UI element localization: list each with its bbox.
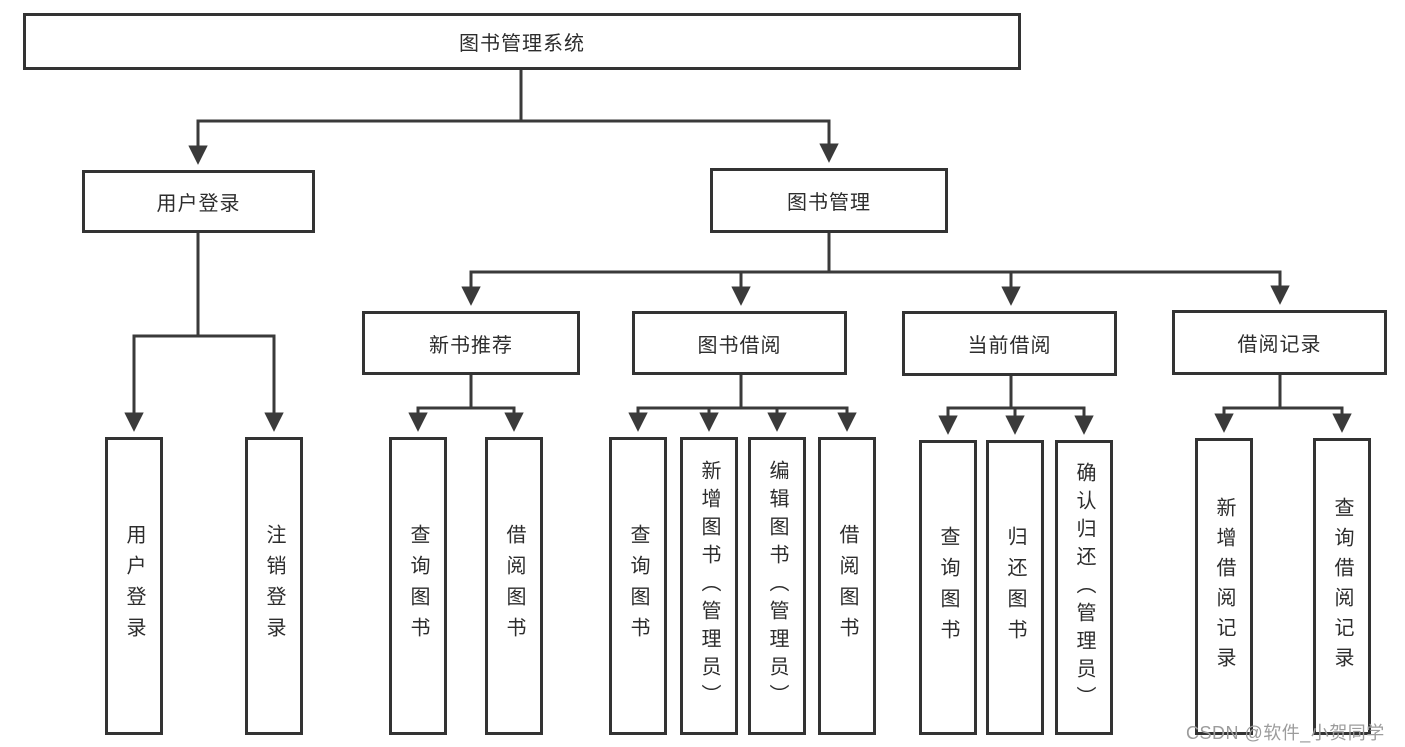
leaf-label: 新增图书（管理员） <box>698 460 720 712</box>
leaf-logout: 注销登录 <box>245 437 303 735</box>
leaf-current-query-books: 查询图书 <box>919 440 977 735</box>
node-system-root: 图书管理系统 <box>23 13 1021 70</box>
leaf-label: 查询借阅记录 <box>1331 496 1353 677</box>
leaf-user-login: 用户登录 <box>105 437 163 735</box>
leaf-borrow-query-books: 查询图书 <box>609 437 667 735</box>
leaf-label: 查询图书 <box>937 525 959 650</box>
leaf-newbook-borrow-books: 借阅图书 <box>485 437 543 735</box>
leaf-records-add-record: 新增借阅记录 <box>1195 438 1253 735</box>
node-label: 借阅记录 <box>1237 334 1322 356</box>
node-label: 新书推荐 <box>429 334 513 357</box>
leaf-borrow-add-books-admin: 新增图书（管理员） <box>680 437 738 735</box>
node-label: 当前借阅 <box>967 335 1052 357</box>
leaf-label: 用户登录 <box>123 524 145 648</box>
leaf-current-confirm-return-admin: 确认归还（管理员） <box>1055 440 1113 735</box>
node-label: 图书借阅 <box>697 334 782 357</box>
leaf-label: 借阅图书 <box>836 524 858 648</box>
node-label: 用户登录 <box>156 193 241 215</box>
leaf-borrow-borrow-books: 借阅图书 <box>818 437 876 735</box>
leaf-label: 注销登录 <box>263 524 285 648</box>
leaf-current-return-books: 归还图书 <box>986 440 1044 735</box>
node-borrowing-records: 借阅记录 <box>1172 310 1387 375</box>
leaf-records-query-record: 查询借阅记录 <box>1313 438 1371 735</box>
csdn-watermark: CSDN @软件_小贺同学 <box>1186 723 1385 743</box>
leaf-label: 新增借阅记录 <box>1213 496 1235 677</box>
connector-trunks <box>132 70 1344 410</box>
leaf-label: 确认归还（管理员） <box>1073 461 1095 714</box>
leaf-newbook-query-books: 查询图书 <box>389 437 447 735</box>
node-book-management-branch: 图书管理 <box>710 168 948 233</box>
leaf-label: 归还图书 <box>1004 525 1026 650</box>
connector-arrows <box>124 121 1352 435</box>
node-current-borrowing: 当前借阅 <box>902 311 1117 376</box>
node-label: 图书管理 <box>787 192 871 214</box>
leaf-label: 查询图书 <box>407 524 429 648</box>
node-book-borrowing: 图书借阅 <box>632 311 847 375</box>
node-label: 图书管理系统 <box>459 33 585 55</box>
leaf-label: 借阅图书 <box>503 524 525 648</box>
node-new-book-recommend: 新书推荐 <box>362 311 580 375</box>
leaf-label: 查询图书 <box>627 524 649 648</box>
node-user-login-branch: 用户登录 <box>82 170 315 233</box>
leaf-label: 编辑图书（管理员） <box>766 460 788 712</box>
leaf-borrow-edit-books-admin: 编辑图书（管理员） <box>748 437 806 735</box>
